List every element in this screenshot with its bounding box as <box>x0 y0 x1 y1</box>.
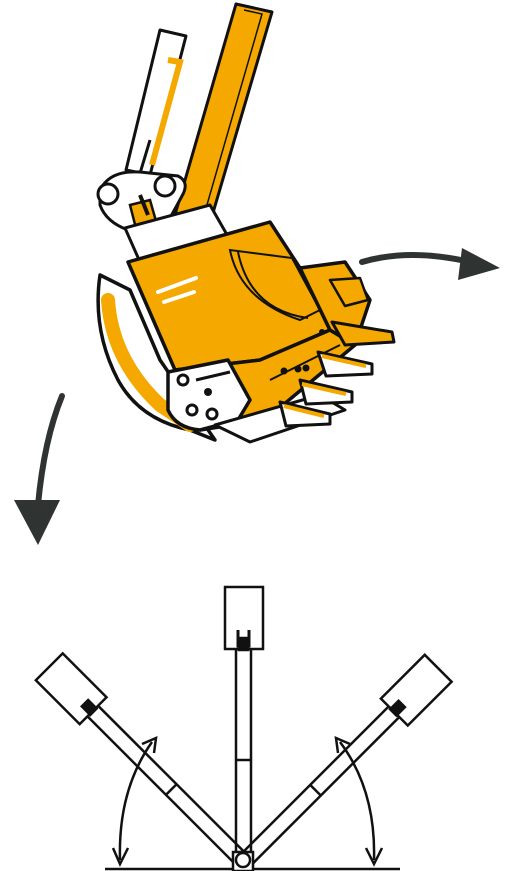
tilted-right-position <box>239 653 454 866</box>
upright-position <box>223 585 265 858</box>
pivot-joint <box>231 850 255 871</box>
rotator-linkage <box>96 170 232 264</box>
angle-marker-right <box>334 735 384 867</box>
bucket-teeth <box>278 276 396 428</box>
curved-arrow-right-icon <box>359 248 500 280</box>
curved-arrow-down-icon <box>14 393 65 545</box>
tilt-diagram <box>34 585 454 871</box>
angle-marker-left <box>111 735 158 867</box>
tilted-left-position <box>34 651 247 866</box>
excavator-bucket-illustration <box>96 2 396 444</box>
